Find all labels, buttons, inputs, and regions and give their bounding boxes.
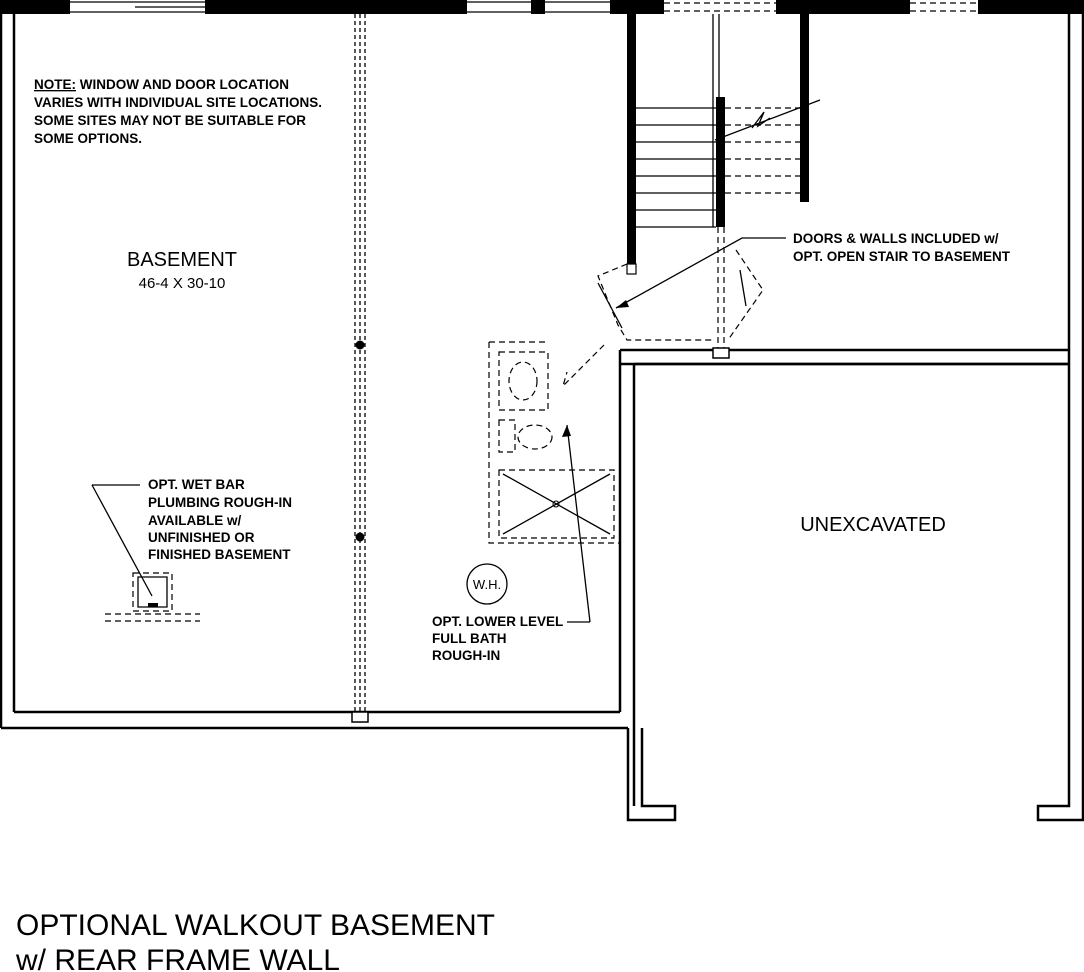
wetbar-note-line-5: FINISHED BASEMENT — [148, 547, 291, 562]
note-line-1: WINDOW AND DOOR LOCATION — [76, 77, 289, 92]
wetbar-note-line-2: PLUMBING ROUGH-IN — [148, 495, 292, 510]
title-line-1: OPTIONAL WALKOUT BASEMENT — [16, 909, 495, 942]
doors-note-line-1: DOORS & WALLS INCLUDED w/ — [793, 231, 999, 246]
staircase — [627, 14, 821, 359]
wetbar-note-line-4: UNFINISHED OR — [148, 530, 255, 545]
svg-text:NOTE: WINDOW AND DOOR LOCATION: NOTE: WINDOW AND DOOR LOCATION — [34, 77, 289, 92]
wet-bar-rough-in — [105, 572, 200, 622]
bath-note-line-3: ROUGH-IN — [432, 648, 500, 663]
unexcavated-label: UNEXCAVATED — [800, 514, 946, 536]
leader-lines — [91, 237, 786, 623]
note-line-3: SOME SITES MAY NOT BE SUITABLE FOR — [34, 113, 306, 128]
water-heater: W.H. — [466, 563, 508, 605]
wetbar-note: OPT. WET BAR PLUMBING ROUGH-IN AVAILABLE… — [148, 477, 292, 562]
water-heater-label: W.H. — [473, 577, 501, 592]
plan-title: OPTIONAL WALKOUT BASEMENT w/ REAR FRAME … — [15, 909, 495, 972]
bath-note: OPT. LOWER LEVEL FULL BATH ROUGH-IN — [432, 614, 563, 663]
doors-note: DOORS & WALLS INCLUDED w/ OPT. OPEN STAI… — [793, 231, 1011, 264]
note-heading: NOTE: — [34, 77, 76, 92]
doors-note-line-2: OPT. OPEN STAIR TO BASEMENT — [793, 249, 1011, 264]
bath-note-line-2: FULL BATH — [432, 631, 507, 646]
note-block: NOTE: WINDOW AND DOOR LOCATION VARIES WI… — [34, 77, 322, 146]
bath-note-line-1: OPT. LOWER LEVEL — [432, 614, 563, 629]
title-line-2: w/ REAR FRAME WALL — [15, 944, 340, 972]
wetbar-note-line-3: AVAILABLE w/ — [148, 513, 241, 528]
wetbar-note-line-1: OPT. WET BAR — [148, 477, 245, 492]
center-beam — [351, 14, 369, 723]
optional-bath — [488, 341, 620, 544]
note-line-4: SOME OPTIONS. — [34, 131, 142, 146]
optional-stair-doors — [597, 249, 764, 341]
note-line-2: VARIES WITH INDIVIDUAL SITE LOCATIONS. — [34, 95, 322, 110]
basement-label: BASEMENT — [127, 249, 237, 271]
basement-dimension: 46-4 X 30-10 — [139, 275, 226, 292]
exterior-walls — [0, 0, 1084, 822]
